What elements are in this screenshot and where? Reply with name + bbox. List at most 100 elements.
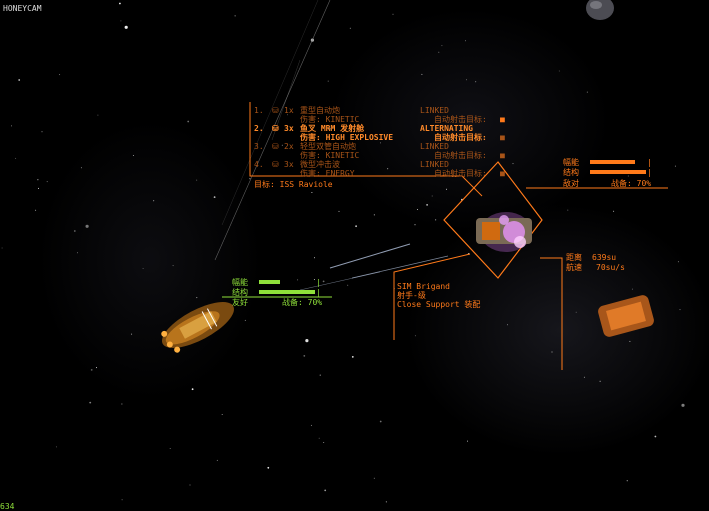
watermark: HONEYCAM xyxy=(3,4,42,13)
star xyxy=(328,127,331,130)
star xyxy=(583,376,585,378)
distant-ship xyxy=(598,295,654,337)
star xyxy=(90,369,93,371)
distance-value: 639su xyxy=(592,253,617,262)
trajectory-line xyxy=(221,0,319,226)
target-ship-name: SIM Brigand xyxy=(397,282,450,291)
weapon-damage: 伤害: HIGH EXPLOSIVE xyxy=(300,133,394,142)
weapon-icon: ⛁ xyxy=(272,106,279,115)
star xyxy=(59,74,61,76)
star xyxy=(343,128,345,130)
star xyxy=(417,209,418,210)
star xyxy=(234,15,236,17)
star xyxy=(629,340,631,342)
bar-end-tick: | xyxy=(316,288,321,297)
star xyxy=(80,167,82,169)
weapon-mode: LINKED xyxy=(420,160,449,169)
star xyxy=(627,175,629,177)
weapon-autofire: 自动射击目标: xyxy=(434,169,487,178)
bar-end-tick: | xyxy=(316,278,321,287)
star xyxy=(85,224,89,228)
star xyxy=(169,448,171,449)
star xyxy=(421,73,423,75)
enemy-readiness: 战备: 70% xyxy=(611,179,652,188)
star xyxy=(131,333,133,335)
autofire-indicator-icon: ■ xyxy=(500,115,505,124)
enemy-ship xyxy=(476,212,532,252)
star xyxy=(327,80,329,82)
target-reticle xyxy=(443,161,543,279)
speed-value: 70su/s xyxy=(596,263,625,272)
player-flux-bar xyxy=(259,280,280,284)
star xyxy=(46,181,48,183)
star xyxy=(96,367,97,369)
weapon-damage: 伤害: KINETIC xyxy=(300,115,360,124)
enemy-flux-label: 幅能 xyxy=(563,158,579,167)
star xyxy=(297,279,299,281)
star xyxy=(392,13,394,15)
weapon-index: 3. xyxy=(254,142,264,151)
weapon-name: 轻型双管自动炮 xyxy=(300,142,356,151)
star xyxy=(37,179,39,181)
star xyxy=(73,230,76,232)
star xyxy=(626,480,628,482)
enemy-flux-bar xyxy=(590,160,635,164)
star xyxy=(385,501,387,503)
star xyxy=(38,187,39,189)
weapon-icon: ⛁ xyxy=(272,142,279,151)
weapon-mode: ALTERNATING xyxy=(420,124,473,133)
enemy-hull-bar xyxy=(590,170,646,174)
star xyxy=(338,210,340,212)
star xyxy=(347,284,349,286)
star xyxy=(41,131,43,133)
enemy-hull-label: 结构 xyxy=(563,168,579,177)
weapon-name: 鱼叉 MRM 发射舱 xyxy=(300,124,365,133)
weapon-count: 1x xyxy=(284,106,294,115)
star xyxy=(586,91,588,93)
star xyxy=(11,125,12,127)
star xyxy=(567,209,569,211)
star xyxy=(120,20,122,22)
player-hull-label: 结构 xyxy=(232,288,248,297)
star xyxy=(142,268,144,269)
weapon-damage: 伤害: KINETIC xyxy=(300,151,360,160)
star xyxy=(18,79,21,81)
star xyxy=(281,144,283,146)
weapon-name: 重型自动炮 xyxy=(300,106,340,115)
weapon-icon: ⛁ xyxy=(272,124,279,133)
player-flux-label: 幅能 xyxy=(232,278,248,287)
star xyxy=(558,70,560,72)
star xyxy=(318,437,320,439)
star xyxy=(196,297,198,299)
weapon-count: 2x xyxy=(284,142,294,151)
weapon-autofire: 自动射击目标: xyxy=(434,133,487,142)
weapon-damage: 伤害: ENERGY xyxy=(300,169,355,178)
star xyxy=(379,420,382,423)
enemy-stance: 敌对 xyxy=(563,179,579,188)
star xyxy=(431,195,433,197)
weapon-index: 2. xyxy=(254,124,264,133)
star xyxy=(187,120,190,123)
star xyxy=(551,351,553,353)
star xyxy=(599,380,601,382)
star xyxy=(323,442,325,443)
player-hull-bar xyxy=(259,290,315,294)
distance-label: 距离 xyxy=(566,253,582,262)
star xyxy=(189,484,191,486)
star xyxy=(305,339,309,343)
star xyxy=(191,388,194,391)
star xyxy=(77,252,78,254)
star xyxy=(310,424,312,426)
star xyxy=(303,355,306,357)
star xyxy=(654,435,657,438)
autofire-indicator-icon: ■ xyxy=(500,133,505,142)
star xyxy=(213,196,216,199)
weapon-autofire: 自动射击目标: xyxy=(434,115,487,124)
star xyxy=(467,440,468,442)
star xyxy=(414,224,416,226)
star xyxy=(287,114,288,116)
star xyxy=(373,477,375,479)
star xyxy=(435,219,437,221)
